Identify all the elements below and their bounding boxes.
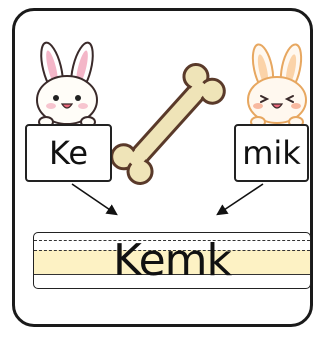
- base-line: [34, 274, 310, 275]
- left-word: Ke: [48, 134, 89, 172]
- arrow-left-icon: [71, 183, 118, 216]
- right-word: mik: [242, 134, 301, 172]
- combined-word: Kemk: [112, 235, 232, 286]
- right-word-card: mik: [234, 124, 309, 182]
- left-word-card: Ke: [25, 124, 112, 182]
- highlight-band: [34, 250, 310, 274]
- mid-dashed-line: [34, 250, 310, 251]
- handwriting-line: Kemk: [33, 232, 311, 289]
- bunny-icon: [36, 41, 98, 128]
- arrow-right-icon: [216, 183, 264, 216]
- top-dashed-line: [34, 240, 310, 241]
- bunny-happy-icon: [247, 43, 307, 128]
- bone-icon: [110, 63, 226, 185]
